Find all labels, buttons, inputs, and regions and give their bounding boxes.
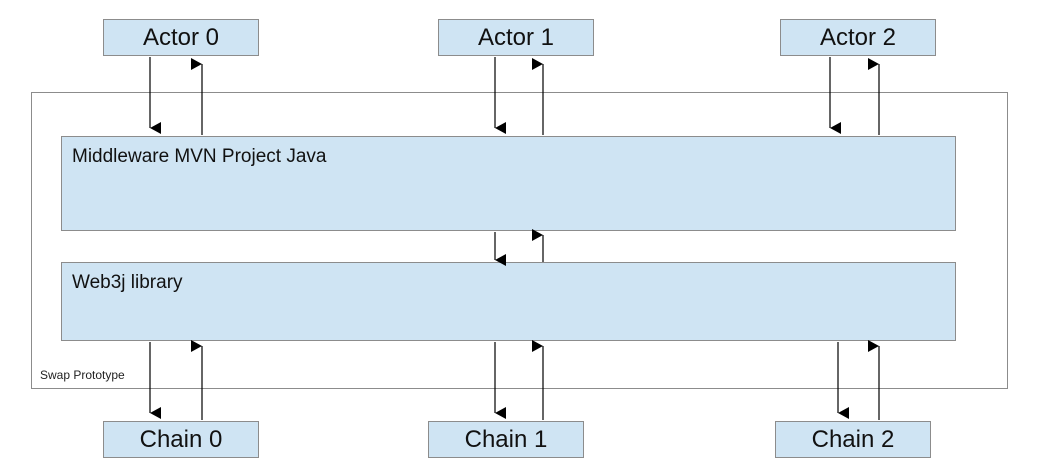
middleware-label: Middleware MVN Project Java xyxy=(72,146,327,167)
chain-2-box: Chain 2 xyxy=(775,421,931,458)
actor-1-label: Actor 1 xyxy=(477,23,555,51)
chain-0-box: Chain 0 xyxy=(103,421,259,458)
actor-0-box: Actor 0 xyxy=(103,19,259,56)
chain-2-label: Chain 2 xyxy=(811,425,895,453)
middleware-box: Middleware MVN Project Java xyxy=(61,136,956,231)
container-label: Swap Prototype xyxy=(40,368,125,382)
actor-1-box: Actor 1 xyxy=(438,19,594,56)
actor-0-label: Actor 0 xyxy=(142,23,220,51)
web3j-library-label: Web3j library xyxy=(72,272,183,293)
web3j-library-box: Web3j library xyxy=(61,262,956,341)
chain-1-label: Chain 1 xyxy=(464,425,548,453)
actor-2-box: Actor 2 xyxy=(780,19,936,56)
chain-1-box: Chain 1 xyxy=(428,421,584,458)
actor-2-label: Actor 2 xyxy=(819,23,897,51)
chain-0-label: Chain 0 xyxy=(139,425,223,453)
